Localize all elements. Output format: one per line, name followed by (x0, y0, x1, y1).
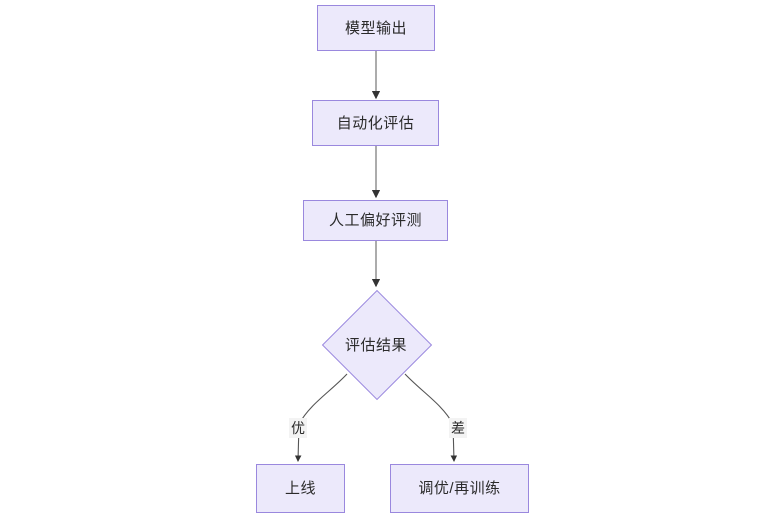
node-evaluation-result[interactable]: 评估结果 (320, 288, 433, 401)
edge-label-poor: 差 (449, 418, 467, 438)
node-tune-retrain[interactable]: 调优/再训练 (390, 464, 529, 513)
node-label: 调优/再训练 (418, 480, 501, 497)
node-label: 上线 (284, 480, 316, 497)
node-launch[interactable]: 上线 (256, 464, 345, 513)
node-human-preference-evaluation[interactable]: 人工偏好评测 (303, 200, 448, 241)
edge-label-good: 优 (289, 418, 307, 438)
node-label: 人工偏好评测 (328, 212, 422, 229)
node-automatic-evaluation[interactable]: 自动化评估 (312, 100, 439, 146)
node-label: 模型输出 (344, 19, 407, 37)
node-label: 评估结果 (344, 336, 407, 354)
node-label: 自动化评估 (336, 114, 415, 132)
node-model-output[interactable]: 模型输出 (317, 5, 435, 51)
